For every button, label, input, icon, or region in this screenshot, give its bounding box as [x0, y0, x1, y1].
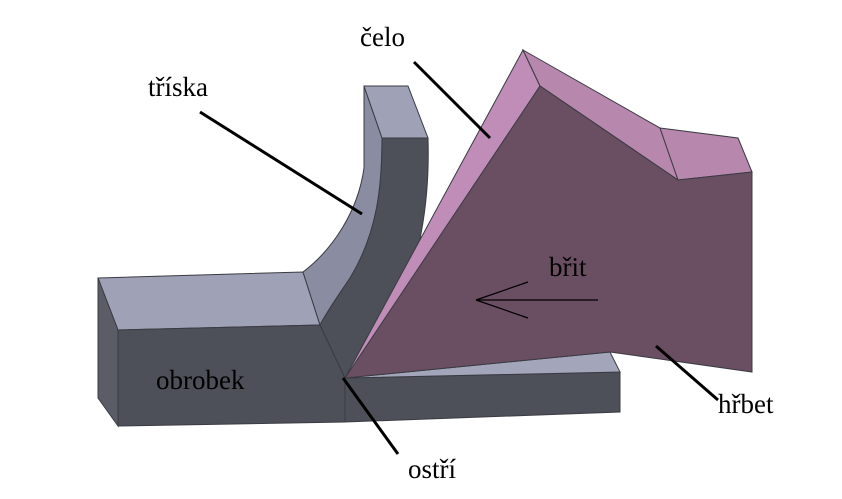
chip — [302, 85, 429, 379]
leader-triska — [199, 110, 363, 216]
cutting-tool — [343, 48, 753, 379]
label-obrobek: obrobek — [156, 365, 245, 395]
tool-side-face — [343, 85, 753, 379]
cutting-edge-arrow — [475, 281, 598, 319]
leader-celo — [412, 60, 492, 140]
label-celo: čelo — [360, 22, 405, 52]
label-brit: břit — [549, 252, 587, 282]
label-ostri: ostří — [408, 454, 457, 484]
label-hrbet: hřbet — [718, 389, 774, 419]
label-triska: tříska — [148, 72, 208, 102]
workpiece-top-surface — [97, 271, 321, 331]
leader-ostri — [341, 377, 400, 455]
leader-hrbet — [655, 344, 719, 402]
workpiece-right-block-front — [344, 371, 621, 423]
